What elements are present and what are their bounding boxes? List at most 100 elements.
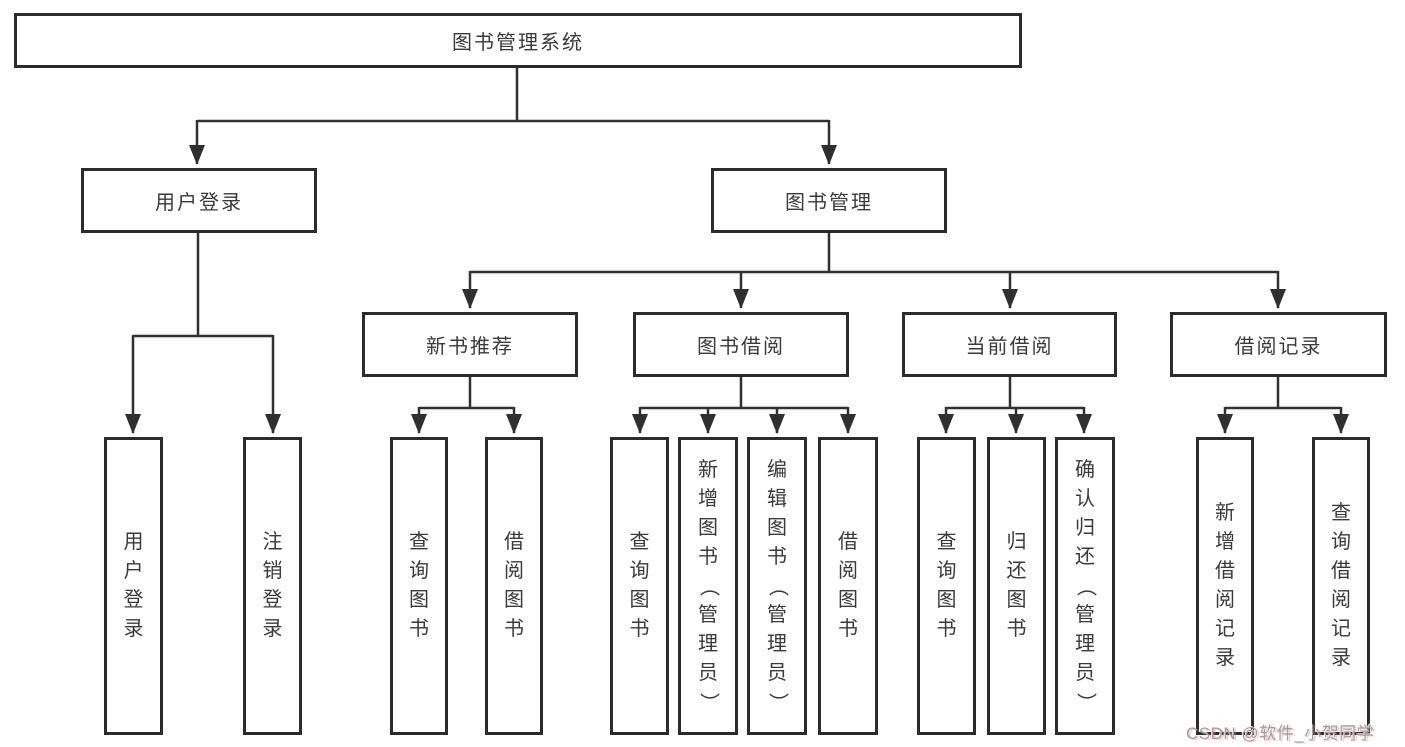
- vertical-char: 登: [262, 589, 283, 611]
- vertical-char: 录: [1215, 647, 1235, 669]
- vertical-char: 书: [767, 545, 787, 568]
- vertical-char: 用: [123, 531, 144, 553]
- vertical-char: 录: [262, 618, 283, 640]
- node-new-book-recommend: 新书推荐: [362, 312, 578, 377]
- vertical-char: ）: [697, 692, 720, 712]
- vertical-char: 图: [409, 589, 429, 611]
- vertical-char: 确: [1075, 458, 1095, 481]
- vertical-char: 图: [936, 589, 957, 611]
- node-root: 图书管理系统: [14, 13, 1022, 68]
- vertical-char: 借: [1215, 560, 1235, 582]
- vertical-char: 录: [1331, 647, 1351, 669]
- leaf-query-books-recommend: 查询图书: [390, 437, 448, 735]
- vertical-char: 借: [1331, 560, 1351, 582]
- wire-records-split: [1225, 377, 1341, 410]
- vertical-char: 阅: [1215, 589, 1235, 611]
- vertical-char: 新: [698, 458, 718, 481]
- vertical-char: 查: [629, 531, 650, 553]
- vertical-char: 辑: [767, 487, 787, 510]
- leaf-add-book-admin: 新增图书 （ 管理员 ）: [678, 437, 738, 735]
- vertical-char: 增: [698, 487, 718, 510]
- vertical-char: 图: [767, 516, 787, 539]
- vertical-char: 认: [1075, 487, 1095, 510]
- vertical-char: 书: [629, 618, 650, 640]
- vertical-char: 查: [409, 531, 429, 553]
- vertical-char: 书: [838, 618, 858, 640]
- vertical-char: 注: [262, 531, 283, 553]
- vertical-char: 管: [767, 603, 787, 626]
- vertical-char: 询: [1331, 531, 1351, 553]
- vertical-char: ）: [766, 692, 789, 712]
- vertical-char: 登: [123, 589, 144, 611]
- vertical-char: 图: [698, 516, 718, 539]
- vertical-char: 管: [698, 603, 718, 626]
- wire-root-split: [197, 68, 829, 123]
- vertical-char: 书: [1006, 618, 1027, 640]
- leaf-query-borrow-record: 查询借阅记录: [1312, 437, 1370, 735]
- vertical-char: 员: [698, 661, 718, 684]
- vertical-char: （: [697, 576, 720, 596]
- vertical-char: 员: [767, 661, 787, 684]
- leaf-return-books: 归还图书: [987, 437, 1046, 735]
- vertical-char: 理: [767, 632, 787, 655]
- vertical-char: 查: [1331, 502, 1351, 524]
- vertical-char: 书: [409, 618, 429, 640]
- leaf-confirm-return-admin: 确认归还（管理员）: [1055, 437, 1115, 735]
- vertical-char: 编: [767, 458, 787, 481]
- vertical-char: 归: [1075, 516, 1095, 539]
- vertical-char: 还: [1075, 545, 1095, 568]
- vertical-char: 理: [698, 632, 718, 655]
- vertical-char: 图: [629, 589, 650, 611]
- vertical-char: 借: [504, 531, 524, 553]
- leaf-add-borrow-record: 新增借阅记录: [1196, 437, 1254, 735]
- wire-userlogin-split: [133, 233, 273, 338]
- node-new-book-recommend-label: 新书推荐: [426, 336, 514, 358]
- wire-current-split: [946, 377, 1084, 410]
- wire-bookmgmt-split: [470, 233, 1278, 274]
- leaf-borrow-books-recommend: 借阅图书: [485, 437, 543, 735]
- node-book-borrowing-label: 图书借阅: [697, 336, 785, 358]
- vertical-char: 图: [1006, 589, 1027, 611]
- vertical-char: 询: [629, 560, 650, 582]
- vertical-char: 录: [123, 618, 144, 640]
- vertical-char: 归: [1006, 531, 1027, 553]
- vertical-char: 书: [936, 618, 957, 640]
- leaf-logout-login: 注销登录: [243, 437, 302, 735]
- vertical-char: 书: [698, 545, 718, 568]
- wire-borrowing-split: [640, 377, 848, 410]
- vertical-char: 员: [1075, 661, 1095, 684]
- node-borrowing-records: 借阅记录: [1170, 312, 1387, 377]
- csdn-watermark: CSDN @软件_小贺同学: [1186, 724, 1375, 743]
- node-book-management-label: 图书管理: [785, 192, 873, 214]
- vertical-char: 询: [936, 560, 957, 582]
- leaf-query-books-current: 查询图书: [917, 437, 976, 735]
- vertical-char: 记: [1331, 618, 1351, 640]
- leaf-query-books-borrowing: 查询图书: [610, 437, 669, 735]
- node-book-borrowing: 图书借阅: [633, 312, 849, 377]
- vertical-char: 查: [936, 531, 957, 553]
- vertical-char: 图: [504, 589, 524, 611]
- node-root-label: 图书管理系统: [452, 32, 584, 54]
- vertical-char: （: [766, 576, 789, 596]
- wire-newbook-split: [419, 377, 514, 410]
- node-book-management: 图书管理: [711, 168, 947, 233]
- vertical-char: 销: [262, 560, 283, 582]
- vertical-char: 管: [1075, 603, 1095, 626]
- node-user-login-label: 用户登录: [155, 192, 243, 214]
- vertical-char: 阅: [504, 560, 524, 582]
- leaf-user-login: 用户登录: [104, 437, 163, 735]
- vertical-char: 阅: [838, 560, 858, 582]
- vertical-char: 还: [1006, 560, 1027, 582]
- vertical-char: 借: [838, 531, 858, 553]
- vertical-char: 记: [1215, 618, 1235, 640]
- vertical-char: 户: [123, 560, 144, 582]
- node-current-borrowing: 当前借阅: [902, 312, 1117, 377]
- vertical-char: 阅: [1331, 589, 1351, 611]
- vertical-char: ）: [1074, 692, 1097, 712]
- vertical-char: 增: [1215, 531, 1235, 553]
- vertical-char: （: [1074, 576, 1097, 596]
- vertical-char: 书: [504, 618, 524, 640]
- leaf-edit-book-admin: 编辑图书 （ 管理员 ）: [747, 437, 807, 735]
